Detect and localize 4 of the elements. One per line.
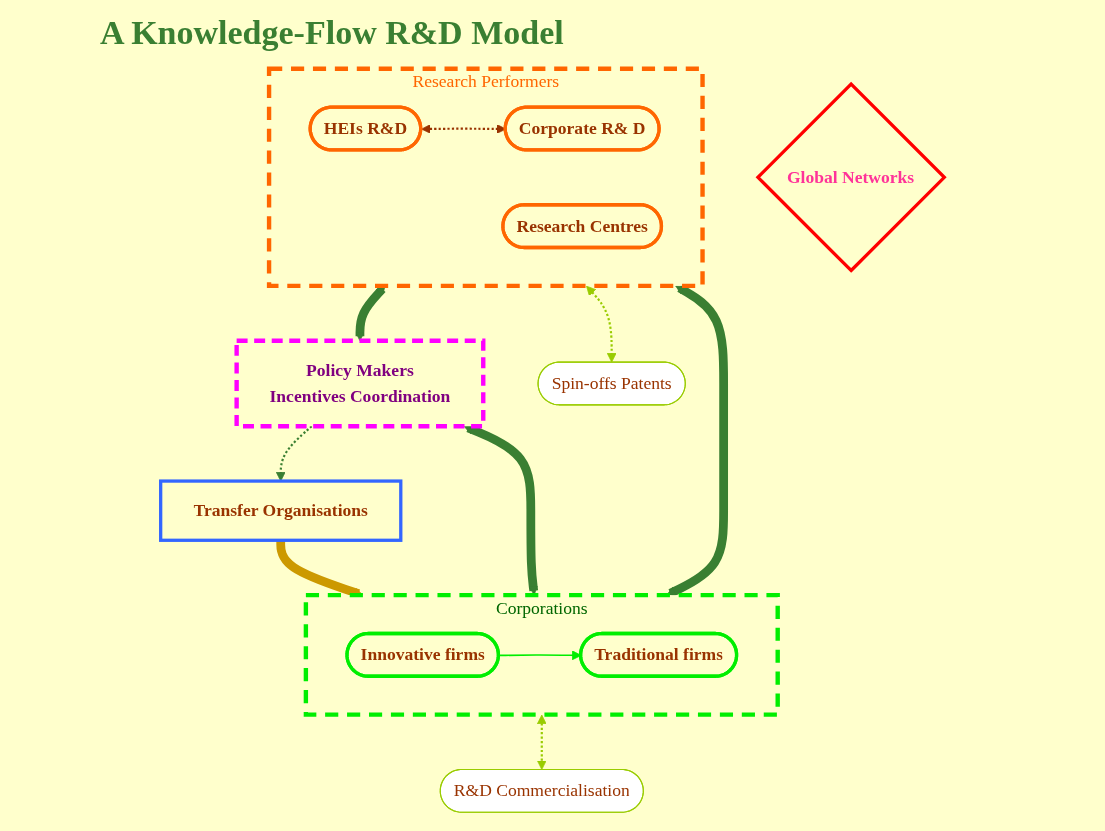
node-box: Transfer Organisations: [159, 479, 403, 542]
node-box: Policy Makers Incentives Coordination: [234, 338, 486, 429]
diagram-title: A Knowledge-Flow R&D Model: [99, 14, 564, 52]
node-diamond: Global Networks: [755, 81, 947, 273]
